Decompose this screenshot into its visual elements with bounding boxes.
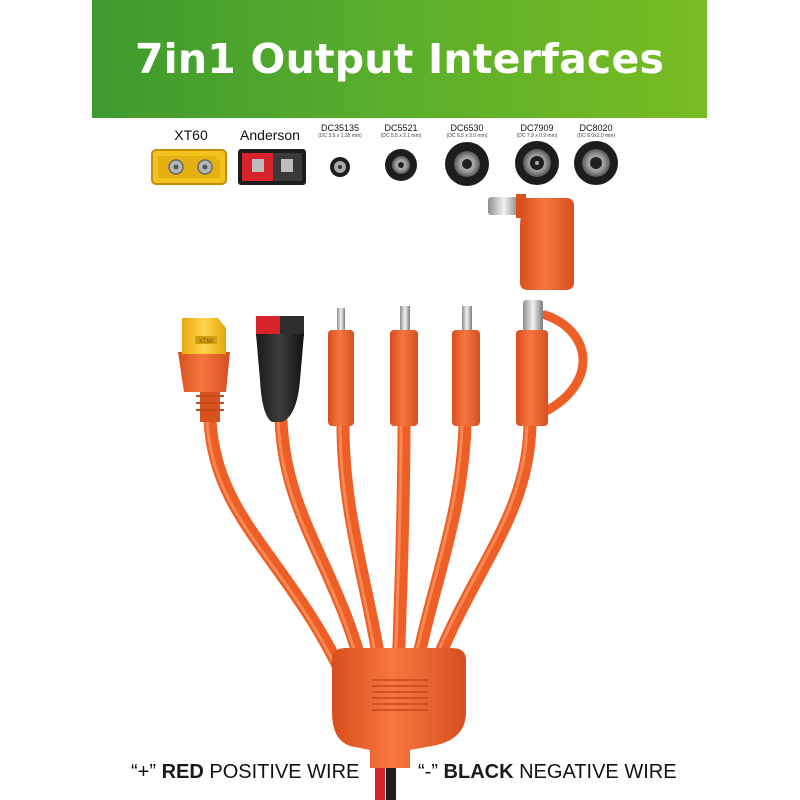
label-xt60: XT60 xyxy=(174,127,208,143)
cable-highlights xyxy=(205,418,529,682)
label-dc6530: DC6530 xyxy=(450,123,484,133)
dc35135-plug xyxy=(328,308,354,426)
caption-positive-symbol: “+” xyxy=(131,761,156,783)
xt60-mark: XT60 xyxy=(199,339,214,345)
banner-title: 7in1 Output Interfaces xyxy=(134,35,665,83)
label-dc7909: DC7909 xyxy=(520,123,554,133)
dc35135-face-icon xyxy=(330,157,350,177)
anderson-plug xyxy=(256,316,304,422)
spec-dc6530: (DC 6.5 x 3.0 mm) xyxy=(446,133,488,139)
dc6530-plug xyxy=(452,306,480,426)
dc7909-plug xyxy=(516,300,548,426)
caption-negative-color: BLACK xyxy=(443,761,514,783)
spec-dc5521: (DC 5.5 x 2.1 mm) xyxy=(380,133,422,139)
xt60-face-icon xyxy=(151,149,227,185)
xt60-plug: XT60 xyxy=(178,318,230,422)
dc8020-adapter xyxy=(488,194,574,290)
dc7909-face-icon xyxy=(515,141,559,185)
dc8020-face-icon xyxy=(574,141,618,185)
caption-negative-wire: “-” BLACK NEGATIVE WIRE xyxy=(418,761,677,784)
label-dc5521: DC5521 xyxy=(384,123,418,133)
label-anderson: Anderson xyxy=(240,127,300,143)
spec-dc35135: (DC 3.5 x 1.35 mm) xyxy=(318,133,362,139)
black-wire xyxy=(386,762,396,800)
dc5521-plug xyxy=(390,306,418,426)
caption-positive-text: POSITIVE WIRE xyxy=(209,761,360,783)
red-wire xyxy=(375,762,385,800)
label-dc8020: DC8020 xyxy=(579,123,613,133)
dc5521-face-icon xyxy=(385,149,417,181)
xt60-mark-plate xyxy=(195,336,217,344)
caption-positive-color: RED xyxy=(161,761,204,783)
splitter-hub xyxy=(332,648,466,768)
dc6530-face-icon xyxy=(445,142,489,186)
caption-negative-text: NEGATIVE WIRE xyxy=(519,761,677,783)
cable-bundle xyxy=(203,310,588,687)
caption-positive-wire: “+” RED POSITIVE WIRE xyxy=(131,761,359,784)
caption-negative-symbol: “-” xyxy=(418,761,438,783)
anderson-face-icon xyxy=(238,149,306,185)
spec-dc7909: (DC 7.9 x 0.9 mm) xyxy=(516,133,558,139)
header-banner: 7in1 Output Interfaces xyxy=(92,0,707,118)
label-dc35135: DC35135 xyxy=(320,123,360,133)
spec-dc8020: (DC 8.0x2.0 mm) xyxy=(576,133,616,139)
